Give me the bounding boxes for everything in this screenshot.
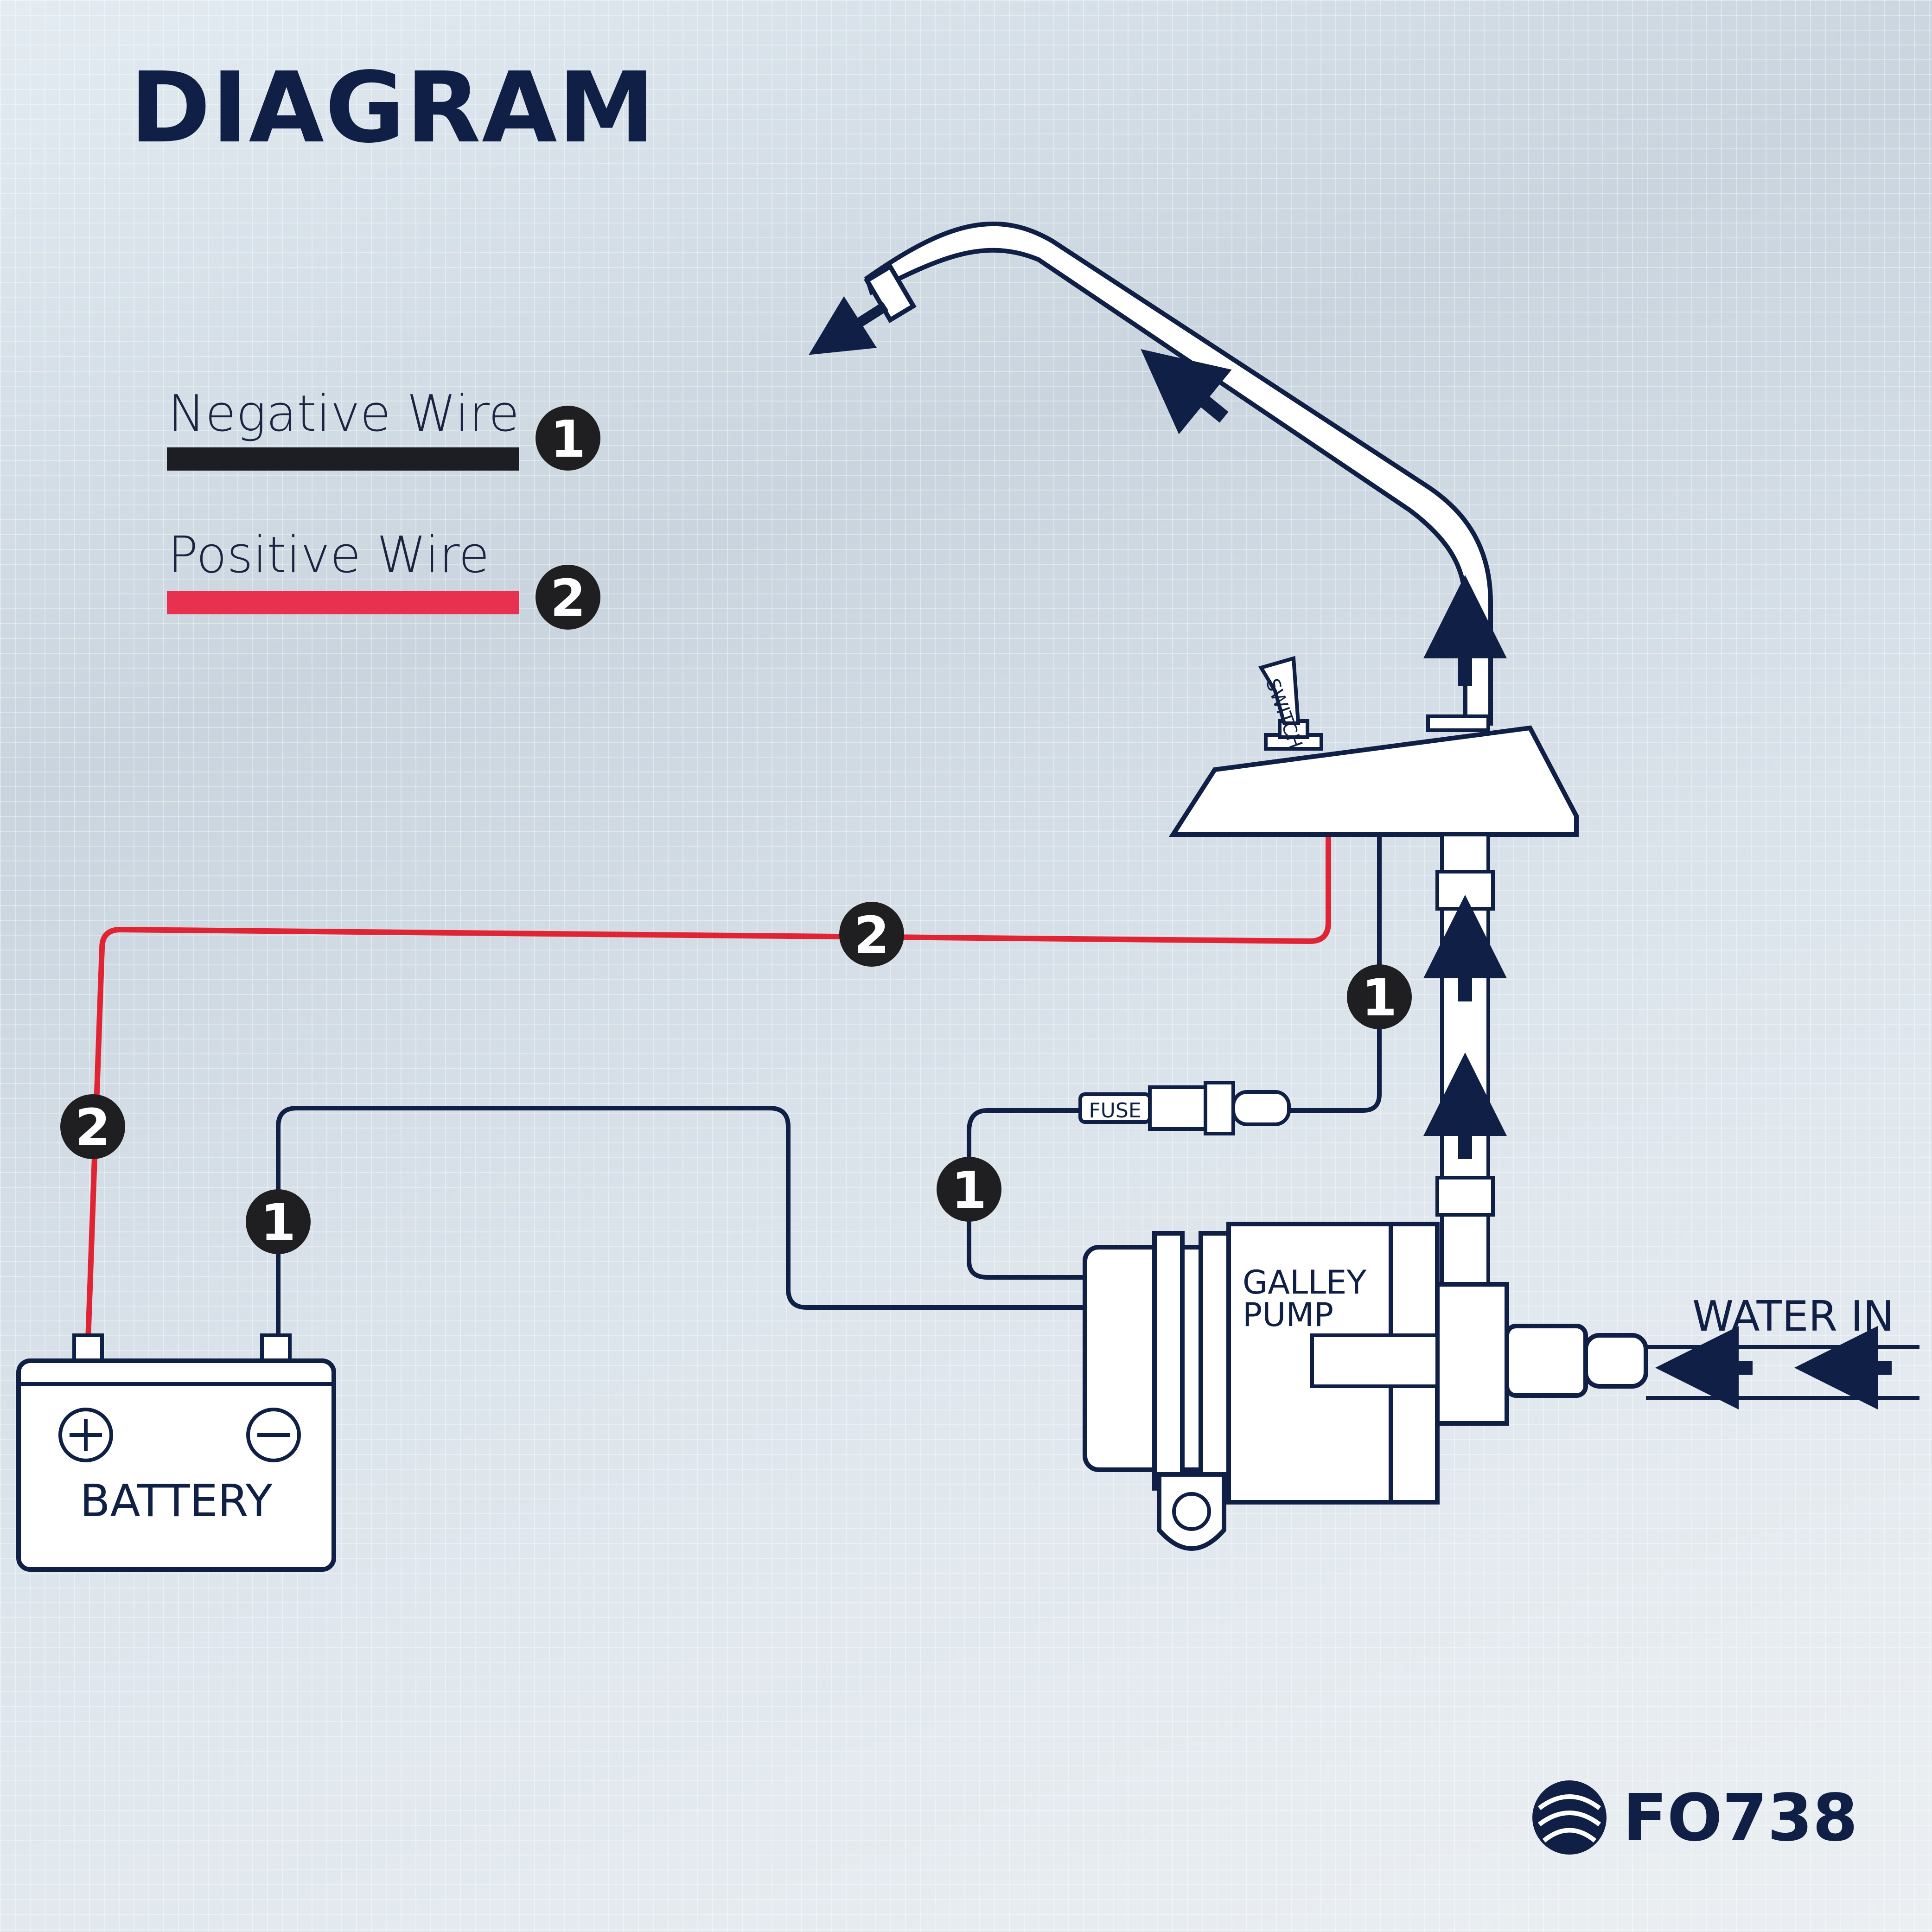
svg-text:1: 1 [951,1160,987,1220]
water-in-label: WATER IN [1692,1292,1894,1341]
faucet-spout [864,221,1493,726]
legend-positive-number: 2 [550,568,586,628]
legend-negative-marker: 1 [536,406,600,471]
page-title: DIAGRAM [130,51,656,165]
wire-marker-negative-fuse: 1 [937,1157,1001,1222]
negative-wire-switch-to-fuse [1284,837,1382,1113]
legend-positive-label: Positive Wire [168,526,490,584]
svg-text:1: 1 [1362,968,1397,1027]
tube-fitting-lower [1435,1176,1495,1217]
toggle-switch[interactable]: SWITCH [1258,656,1323,752]
svg-text:1: 1 [261,1193,296,1252]
fuse-holder: FUSE [1078,1081,1291,1135]
pump-label-line1: GALLEY [1243,1263,1366,1301]
legend-negative-label: Negative Wire [168,385,520,443]
svg-text:2: 2 [75,1098,111,1157]
tube-fitting-upper [1435,870,1495,911]
wire-marker-negative-battery: 1 [246,1189,311,1254]
brand-code: FO738 [1623,1780,1858,1856]
battery-label: BATTERY [80,1476,273,1527]
wire-marker-negative-switch: 1 [1347,964,1412,1029]
negative-wire-battery-to-pump [276,1106,1085,1340]
battery: BATTERY [16,1333,336,1572]
spout-collar [1426,714,1490,732]
positive-wire-main [85,837,1331,1340]
legend-positive-bar [167,591,519,614]
spout-outflow-arrow [809,296,888,355]
fuse-label: FUSE [1089,1099,1141,1122]
wire-marker-positive-top: 2 [839,902,904,967]
pump-label-line2: PUMP [1243,1296,1333,1334]
galley-pump: GALLEY PUMP [1083,1222,1648,1551]
svg-text:2: 2 [854,905,890,965]
wire-marker-positive-left: 2 [60,1094,125,1159]
legend-negative-number: 1 [550,409,586,469]
faucet-base [1168,725,1579,837]
spout-flow-arrow [1141,349,1232,434]
legend-negative-bar [167,447,519,471]
brand-logo-icon [1532,1780,1607,1855]
legend-positive-marker: 2 [536,565,600,630]
